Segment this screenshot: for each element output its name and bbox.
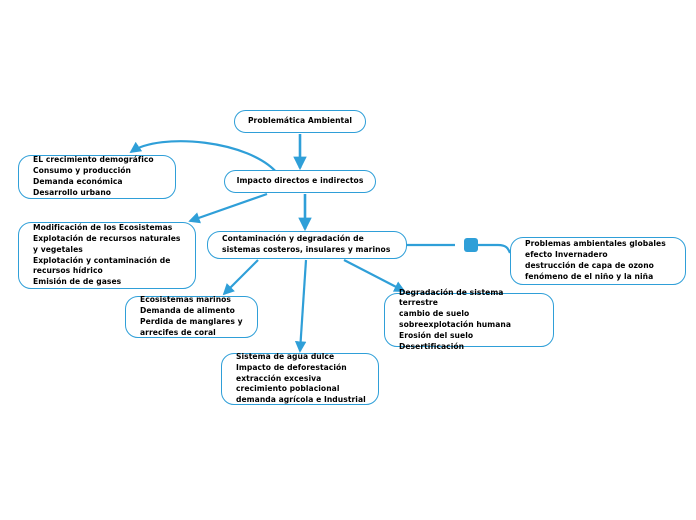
edge-contaminacion-to-ecosistemas <box>222 259 259 296</box>
connector-marker-square[interactable] <box>464 238 478 252</box>
node-modificacion-ecosistemas[interactable]: Modificación de los Ecosistemas Explotac… <box>18 222 196 289</box>
node-impacto-directos-indirectos[interactable]: Impacto directos e indirectos <box>224 170 376 193</box>
node-impacto-label: Impacto directos e indirectos <box>236 176 364 186</box>
node-sistema-agua-dulce[interactable]: Sistema de agua dulce Impacto de defores… <box>221 352 379 405</box>
node-crecimiento-label: EL crecimiento demográfico Consumo y pro… <box>33 155 154 197</box>
edge-globales-inbound <box>478 243 512 254</box>
node-problemas-ambientales-globales[interactable]: Problemas ambientales globales efecto In… <box>510 237 686 285</box>
node-modificacion-label: Modificación de los Ecosistemas Explotac… <box>33 223 181 287</box>
node-ecosistemas-label: Ecosistemas marinos Demanda de alimento … <box>140 295 243 337</box>
node-degradacion-sistema-terrestre[interactable]: Degradación de sistema terrestre cambio … <box>384 288 554 351</box>
edge-impacto-to-modificacion <box>188 192 268 224</box>
node-problematica-ambiental[interactable]: Problemática Ambiental <box>234 110 366 133</box>
edge-contaminacion-to-degradacion <box>343 259 406 292</box>
node-agua-dulce-label: Sistema de agua dulce Impacto de defores… <box>236 352 366 405</box>
node-globales-label: Problemas ambientales globales efecto In… <box>525 239 666 281</box>
node-contaminacion-degradacion[interactable]: Contaminación y degradación de sistemas … <box>207 231 407 259</box>
node-root-label: Problemática Ambiental <box>247 116 353 126</box>
node-crecimiento-demografico[interactable]: EL crecimiento demográfico Consumo y pro… <box>18 155 176 199</box>
node-degradacion-label: Degradación de sistema terrestre cambio … <box>399 287 512 351</box>
node-contaminacion-label: Contaminación y degradación de sistemas … <box>222 234 391 254</box>
edge-contaminacion-to-agua-dulce <box>294 259 308 353</box>
node-ecosistemas-marinos[interactable]: Ecosistemas marinos Demanda de alimento … <box>125 295 258 338</box>
